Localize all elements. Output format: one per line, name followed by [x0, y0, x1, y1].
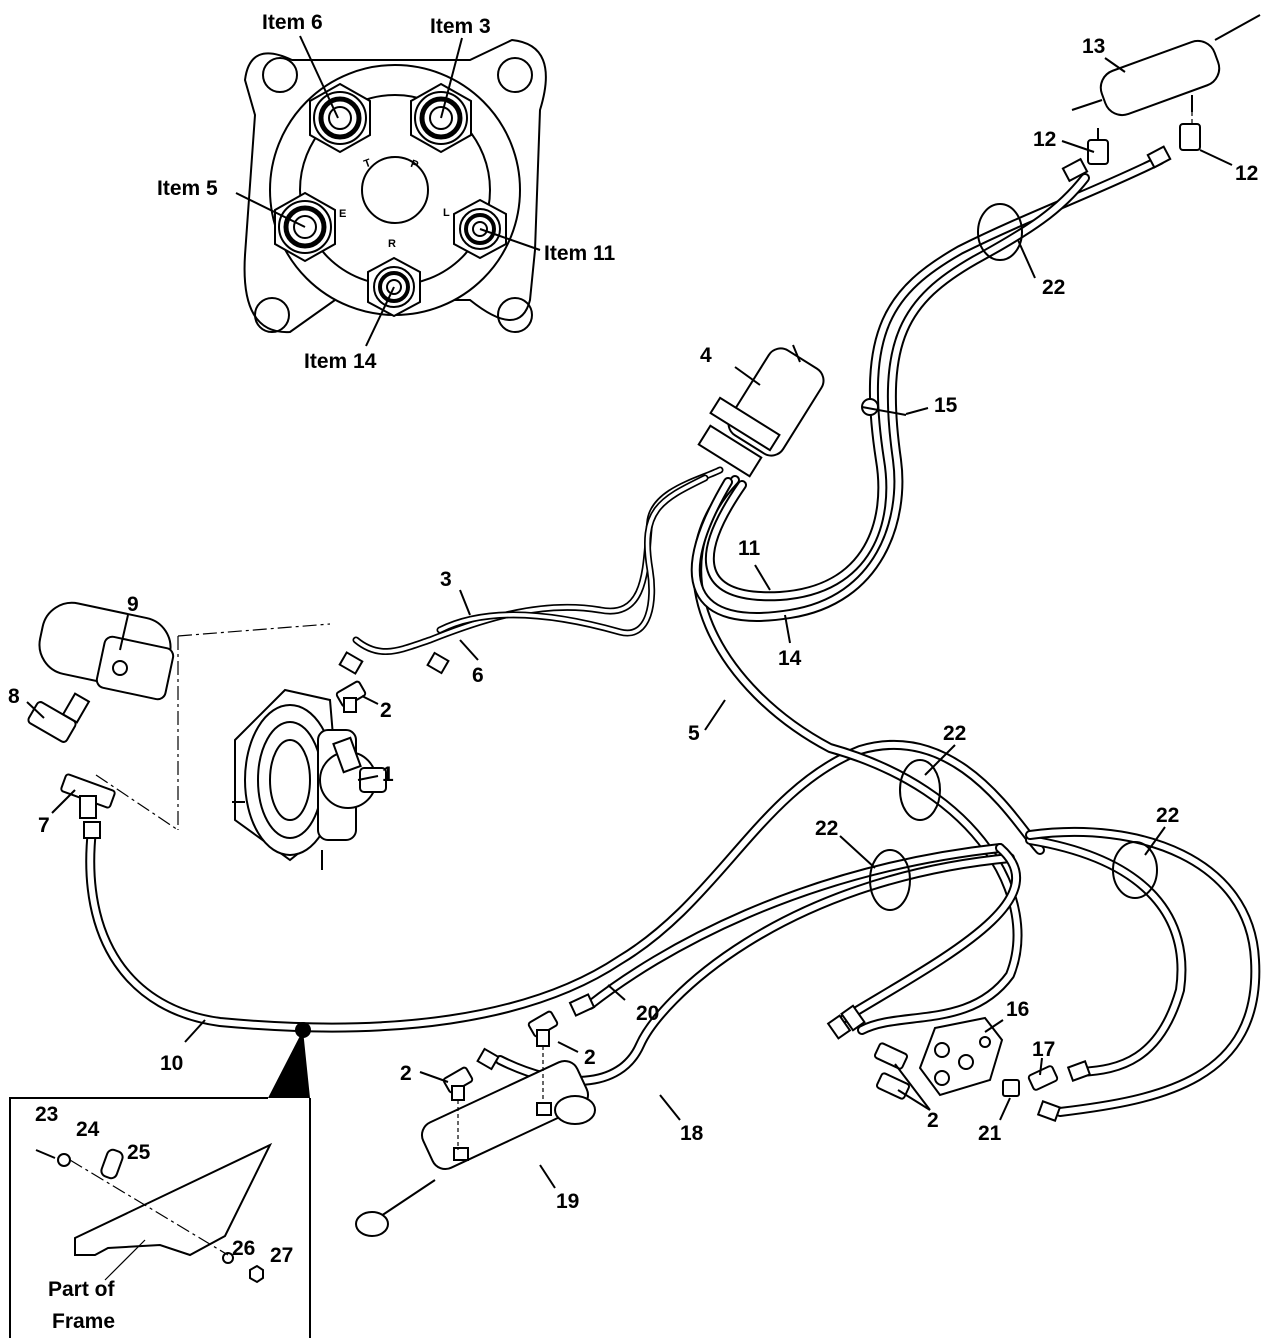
label-part-23: 23 — [35, 1103, 58, 1126]
hose-loop-far-right — [1025, 827, 1261, 1117]
label-part-7: 7 — [38, 814, 50, 837]
hose-20 — [585, 843, 1005, 1010]
label-part-11: 11 — [738, 537, 761, 560]
label-part-14: 14 — [778, 647, 802, 670]
fitting-2-cylinder-right — [527, 1010, 559, 1104]
label-part-5: 5 — [688, 722, 700, 745]
fittings-2-valve — [874, 1042, 910, 1100]
label-part-22-top: 22 — [1042, 276, 1065, 299]
port-letter-p: P — [409, 158, 420, 172]
label-part-20: 20 — [636, 1002, 659, 1025]
hose-5 — [692, 475, 1023, 1035]
inset-caption-line2: Frame — [52, 1310, 115, 1333]
port-letter-e: E — [339, 208, 346, 220]
port-t-fitting — [309, 82, 371, 154]
label-part-19: 19 — [556, 1190, 579, 1213]
component-8-elbow — [27, 692, 91, 743]
component-19-cylinder — [355, 1060, 596, 1237]
label-part-2-cylinder-right: 2 — [584, 1046, 596, 1069]
callout-item-11: Item 11 — [544, 242, 616, 265]
port-detail-view: T P E L R Item 6 Item 3 Item 5 Item 11 I… — [157, 11, 616, 373]
label-part-8: 8 — [8, 685, 20, 708]
frame-inset — [9, 1030, 311, 1338]
clamps — [295, 203, 1158, 1038]
label-part-2-pump: 2 — [380, 699, 392, 722]
hose-10 — [85, 739, 1045, 1033]
fitting-21 — [1002, 1079, 1020, 1097]
callout-item-14: Item 14 — [304, 350, 377, 373]
label-part-25: 25 — [127, 1141, 151, 1164]
component-16-valve — [918, 1016, 1004, 1097]
component-13-cylinder — [1071, 14, 1261, 158]
fitting-17 — [1027, 1065, 1059, 1091]
label-part-6: 6 — [472, 664, 484, 687]
component-1-pump — [232, 688, 387, 870]
label-part-3: 3 — [440, 568, 452, 591]
label-part-24: 24 — [76, 1118, 100, 1141]
fitting-12-right — [1179, 123, 1201, 151]
tubes-3-6 — [352, 466, 724, 656]
label-part-22-right: 22 — [1156, 804, 1179, 827]
label-part-2-cylinder-left: 2 — [400, 1062, 412, 1085]
port-letter-l: L — [443, 207, 450, 219]
fitting-12-left — [1087, 139, 1109, 165]
fitting-2-pump — [335, 680, 367, 713]
callout-item-6: Item 6 — [262, 11, 323, 34]
label-part-16: 16 — [1006, 998, 1029, 1021]
part-number-labels: 1 2 2 2 2 3 4 5 6 7 8 9 10 11 12 12 13 1… — [8, 35, 1258, 1333]
label-part-2-valve: 2 — [927, 1109, 939, 1132]
hose-to-valve-right — [1025, 835, 1187, 1077]
label-part-9: 9 — [127, 593, 139, 616]
label-part-10: 10 — [160, 1052, 183, 1075]
fitting-2-cylinder-left — [442, 1066, 474, 1150]
label-part-1: 1 — [382, 763, 394, 786]
component-9-filter — [38, 601, 175, 701]
inset-caption-line1: Part of — [48, 1278, 116, 1301]
label-part-12-right: 12 — [1235, 162, 1258, 185]
label-part-18: 18 — [680, 1122, 704, 1145]
label-part-4: 4 — [700, 344, 712, 367]
label-part-15: 15 — [934, 394, 958, 417]
label-part-12-left: 12 — [1033, 128, 1056, 151]
port-letter-r: R — [388, 238, 396, 250]
label-part-27: 27 — [270, 1244, 293, 1267]
hose-fittings — [83, 145, 1172, 1122]
callout-item-5: Item 5 — [157, 177, 218, 200]
component-4-steering-unit — [697, 344, 825, 478]
label-part-21: 21 — [978, 1122, 1002, 1145]
label-part-17: 17 — [1032, 1038, 1055, 1061]
port-p-fitting — [410, 82, 472, 154]
leader-lines — [26, 57, 1233, 1189]
label-part-13: 13 — [1082, 35, 1105, 58]
label-part-26: 26 — [232, 1237, 255, 1260]
port-letter-t: T — [362, 157, 373, 171]
label-part-22-left: 22 — [815, 817, 838, 840]
component-7-tee — [60, 773, 116, 819]
hose-to-valve-left — [840, 843, 1021, 1023]
callout-item-3: Item 3 — [430, 15, 491, 38]
label-part-22-middle: 22 — [943, 722, 966, 745]
